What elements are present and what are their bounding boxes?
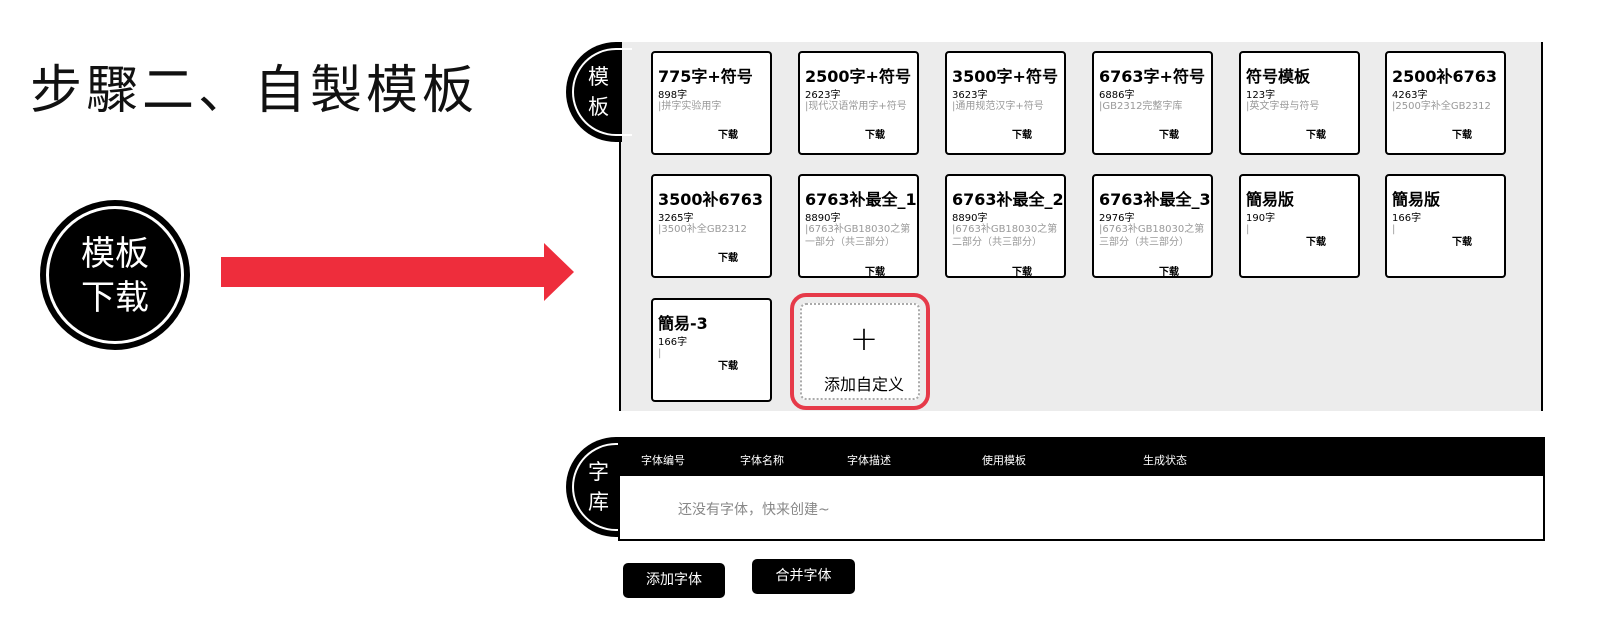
column-header: 字体编号	[641, 454, 685, 467]
template-count: 190字	[1246, 213, 1276, 224]
empty-state-text: 还没有字体，快来创建~	[678, 502, 830, 518]
template-desc: |	[1246, 224, 1250, 235]
step-title: 步驟二、自製模板	[30, 61, 479, 121]
add-font-button[interactable]: 添加字体	[623, 563, 725, 598]
template-desc: |GB2312完整字库	[1099, 101, 1183, 112]
template-count: 166字	[658, 337, 688, 348]
badge-ring	[46, 206, 184, 344]
template-card[interactable]: 3500补6763 3265字 |3500补全GB2312 下载	[651, 174, 772, 278]
template-card[interactable]: 符号模板 123字 |英文字母与符号 下载	[1239, 51, 1360, 155]
template-download-link[interactable]: 下载	[865, 267, 885, 278]
table-header: 字体编号 字体名称 字体描述 使用模板 生成状态	[620, 439, 1543, 476]
template-download-link[interactable]: 下载	[1452, 237, 1472, 248]
template-title: 6763补最全_3	[1099, 190, 1211, 209]
template-card[interactable]: 2500补6763 4263字 |2500字补全GB2312 下载	[1385, 51, 1506, 155]
template-download-link[interactable]: 下载	[718, 130, 738, 141]
column-header: 生成状态	[1143, 454, 1187, 467]
side-badge-line-2: 板	[588, 95, 609, 119]
template-desc: |	[1392, 224, 1396, 235]
template-card[interactable]: 775字+符号 898字 |拼字实验用字 下载	[651, 51, 772, 155]
add-custom-inner: + 添加自定义	[800, 303, 920, 400]
template-download-link[interactable]: 下载	[1159, 130, 1179, 141]
merge-font-button[interactable]: 合并字体	[752, 559, 855, 594]
template-count: 4263字	[1392, 90, 1428, 101]
arrow-right-icon	[221, 257, 546, 287]
template-card[interactable]: 簡易-3 166字 | 下载	[651, 298, 772, 402]
template-desc: |2500字补全GB2312	[1392, 101, 1491, 112]
add-custom-label: 添加自定义	[823, 375, 904, 394]
template-count: 166字	[1392, 213, 1422, 224]
template-count: 898字	[658, 90, 688, 101]
template-title: 簡易版	[1246, 190, 1295, 209]
template-count: 2623字	[805, 90, 841, 101]
template-download-link[interactable]: 下载	[1159, 267, 1179, 278]
column-header: 字体名称	[740, 454, 784, 467]
template-desc: |6763补GB18030之第一部分（共三部分）	[805, 224, 911, 248]
template-download-badge: 模板 下载	[40, 200, 190, 350]
template-count: 2976字	[1099, 213, 1135, 224]
font-library-table: 字体编号 字体名称 字体描述 使用模板 生成状态 还没有字体，快来创建~	[618, 437, 1545, 541]
badge-line-2: 下载	[81, 278, 149, 318]
template-card[interactable]: 簡易版 166字 | 下载	[1385, 174, 1506, 278]
side-badge-line-1: 模	[588, 65, 609, 89]
template-title: 簡易-3	[658, 314, 708, 333]
template-card[interactable]: 3500字+符号 3623字 |通用规范汉字+符号 下载	[945, 51, 1066, 155]
arrow-head-icon	[544, 243, 574, 301]
template-desc: |通用规范汉字+符号	[952, 101, 1044, 112]
template-desc: |拼字实验用字	[658, 101, 722, 112]
template-desc: |6763补GB18030之第二部分（共三部分）	[952, 224, 1058, 248]
template-card[interactable]: 6763补最全_3 2976字 |6763补GB18030之第三部分（共三部分）…	[1092, 174, 1213, 278]
template-title: 2500补6763	[1392, 67, 1498, 86]
template-desc: |3500补全GB2312	[658, 224, 747, 235]
library-side-badge: 字 库	[566, 437, 632, 537]
template-card[interactable]: 簡易版 190字 | 下载	[1239, 174, 1360, 278]
template-desc: |英文字母与符号	[1246, 101, 1320, 112]
side-badge-line-1: 字	[588, 460, 609, 484]
template-download-link[interactable]: 下载	[1012, 267, 1032, 278]
template-download-link[interactable]: 下载	[1452, 130, 1472, 141]
template-desc: |	[658, 348, 662, 359]
badge-text: 模板 下载	[40, 232, 190, 320]
template-download-link[interactable]: 下载	[718, 253, 738, 264]
template-title: 6763字+符号	[1099, 67, 1205, 86]
template-card[interactable]: 6763补最全_1 8890字 |6763补GB18030之第一部分（共三部分）…	[798, 174, 919, 278]
plus-icon: +	[849, 319, 879, 359]
template-count: 8890字	[952, 213, 988, 224]
template-count: 6886字	[1099, 90, 1135, 101]
template-download-link[interactable]: 下载	[1306, 237, 1326, 248]
side-badge-text: 模 板	[588, 62, 612, 122]
side-badge-line-2: 库	[588, 490, 609, 514]
template-title: 6763补最全_2	[952, 190, 1064, 209]
add-custom-template-button[interactable]: + 添加自定义	[790, 293, 930, 410]
template-desc: |6763补GB18030之第三部分（共三部分）	[1099, 224, 1205, 248]
column-header: 字体描述	[847, 454, 891, 467]
templates-side-badge: 模 板	[566, 42, 632, 142]
template-desc: |现代汉语常用字+符号	[805, 101, 907, 112]
template-card[interactable]: 6763字+符号 6886字 |GB2312完整字库 下载	[1092, 51, 1213, 155]
template-title: 3500字+符号	[952, 67, 1058, 86]
template-download-link[interactable]: 下载	[865, 130, 885, 141]
template-download-link[interactable]: 下载	[718, 361, 738, 372]
template-title: 3500补6763	[658, 190, 764, 209]
template-download-link[interactable]: 下载	[1012, 130, 1032, 141]
template-count: 123字	[1246, 90, 1276, 101]
template-title: 簡易版	[1392, 190, 1441, 209]
template-count: 3623字	[952, 90, 988, 101]
template-title: 6763补最全_1	[805, 190, 917, 209]
template-title: 775字+符号	[658, 67, 753, 86]
template-download-link[interactable]: 下载	[1306, 130, 1326, 141]
column-header: 使用模板	[982, 454, 1026, 467]
template-title: 2500字+符号	[805, 67, 911, 86]
template-card[interactable]: 2500字+符号 2623字 |现代汉语常用字+符号 下载	[798, 51, 919, 155]
template-card[interactable]: 6763补最全_2 8890字 |6763补GB18030之第二部分（共三部分）…	[945, 174, 1066, 278]
template-title: 符号模板	[1246, 67, 1311, 86]
template-count: 3265字	[658, 213, 694, 224]
badge-line-1: 模板	[81, 234, 149, 274]
side-badge-text: 字 库	[588, 457, 612, 517]
template-count: 8890字	[805, 213, 841, 224]
